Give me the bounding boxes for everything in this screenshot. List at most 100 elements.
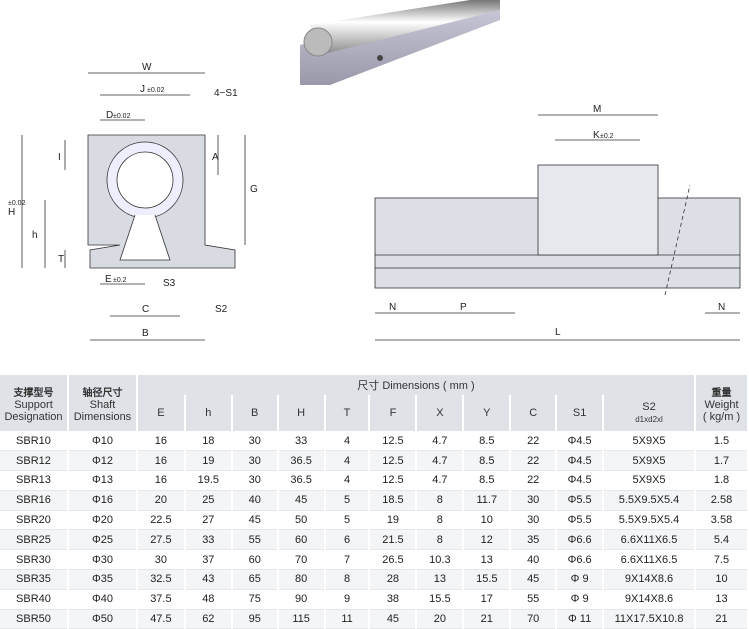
- table-cell: 80: [277, 569, 326, 590]
- table-cell: SBR10: [0, 431, 69, 452]
- dim-K: K: [593, 130, 600, 141]
- table-cell: 22.5: [136, 510, 186, 531]
- table-cell: 5: [324, 510, 371, 531]
- table-cell: 9X14X8.6: [603, 589, 696, 610]
- table-cell: 60: [277, 529, 326, 551]
- dim-K-tol: ±0.2: [600, 133, 614, 140]
- table-cell: 70: [277, 549, 326, 571]
- table-cell: 12.5: [369, 431, 418, 452]
- table-cell: 11X17.5X10.8: [603, 609, 696, 629]
- table-cell: 16: [136, 470, 186, 491]
- table-cell: 33: [184, 529, 233, 551]
- dim-A: A: [212, 152, 219, 163]
- table-cell: 30: [231, 450, 279, 472]
- table-cell: 12: [463, 529, 512, 551]
- cross-section-drawing: [21, 72, 246, 341]
- table-cell: Φ5.5: [556, 510, 605, 531]
- table-cell: 35: [510, 529, 558, 551]
- table-cell: 4.7: [416, 431, 465, 452]
- table-cell: Φ6.6: [556, 529, 605, 551]
- table-cell: Φ12: [67, 450, 138, 472]
- table-cell: 48: [184, 589, 233, 610]
- table-cell: 6.6X11X6.5: [603, 549, 696, 571]
- table-cell: Φ10: [67, 431, 138, 452]
- table-cell: 8.5: [463, 470, 512, 491]
- table-cell: Φ35: [67, 569, 138, 590]
- dim-L: L: [555, 327, 561, 338]
- table-cell: 5X9X5: [603, 470, 696, 491]
- table-cell: 5.4: [694, 529, 749, 551]
- header-Y: Y: [463, 395, 512, 431]
- table-cell: 12.5: [369, 450, 418, 472]
- table-cell: 16: [136, 431, 186, 452]
- table-cell: 12.5: [369, 470, 418, 491]
- table-cell: 27: [184, 510, 233, 531]
- table-cell: 22: [510, 450, 558, 472]
- table-cell: 8: [416, 529, 465, 551]
- table-cell: 55: [510, 589, 558, 610]
- dim-T: T: [58, 254, 64, 265]
- table-cell: Φ40: [67, 589, 138, 610]
- table-cell: 5X9X5: [603, 450, 696, 472]
- table-cell: 1.7: [694, 450, 749, 472]
- table-cell: 13: [416, 569, 465, 590]
- table-cell: 45: [277, 490, 326, 511]
- table-cell: 5X9X5: [603, 431, 696, 452]
- table-cell: SBR30: [0, 549, 69, 571]
- table-cell: Φ16: [67, 490, 138, 511]
- table-cell: 6.6X11X6.5: [603, 529, 696, 551]
- table-cell: 60: [231, 549, 279, 571]
- header-C: C: [510, 395, 558, 431]
- dim-H-tol: ±0.02: [8, 200, 26, 207]
- dim-E: E: [105, 274, 112, 285]
- table-cell: 4: [324, 470, 371, 491]
- table-cell: 32.5: [136, 569, 186, 590]
- table-cell: Φ5.5: [556, 490, 605, 511]
- table-cell: 5.5X9.5X5.4: [603, 510, 696, 531]
- dim-4-S1: 4−S1: [214, 88, 238, 99]
- technical-drawing: W J ±0.02 D ±0.02 4−S1 I A G H ±0.02 h T…: [8, 0, 741, 341]
- table-cell: 45: [231, 510, 279, 531]
- dim-h: h: [32, 230, 38, 241]
- table-cell: 4.7: [416, 470, 465, 491]
- table-cell: 8: [416, 490, 465, 511]
- table-cell: Φ 11: [556, 609, 605, 629]
- table-cell: 1.5: [694, 431, 749, 452]
- table-cell: 38: [369, 589, 418, 610]
- header-X: X: [416, 395, 465, 431]
- table-cell: 8: [324, 569, 371, 590]
- table-cell: SBR35: [0, 569, 69, 590]
- table-cell: 50: [277, 510, 326, 531]
- table-cell: 95: [231, 609, 279, 629]
- table-cell: SBR25: [0, 529, 69, 551]
- table-cell: 36.5: [277, 450, 326, 472]
- table-cell: 28: [369, 569, 418, 590]
- table-cell: 10: [694, 569, 749, 590]
- table-cell: SBR20: [0, 510, 69, 531]
- dim-J: J: [140, 84, 145, 95]
- table-cell: 3.58: [694, 510, 749, 531]
- table-cell: 30: [231, 431, 279, 452]
- table-cell: 70: [510, 609, 558, 629]
- table-cell: 17: [463, 589, 512, 610]
- dim-H: H: [8, 207, 15, 218]
- table-cell: 47.5: [136, 609, 186, 629]
- table-cell: 7.5: [694, 549, 749, 571]
- table-cell: 21: [694, 609, 749, 629]
- table-cell: 19.5: [184, 470, 233, 491]
- header-dimensions: 尺寸 Dimensions ( mm ): [136, 375, 696, 395]
- table-cell: 9: [324, 589, 371, 610]
- table-cell: 9X14X8.6: [603, 569, 696, 590]
- table-cell: SBR40: [0, 589, 69, 610]
- dim-W: W: [142, 62, 152, 73]
- table-cell: SBR16: [0, 490, 69, 511]
- table-cell: 25: [184, 490, 233, 511]
- table-cell: 8.5: [463, 450, 512, 472]
- dim-N-right: N: [718, 302, 725, 313]
